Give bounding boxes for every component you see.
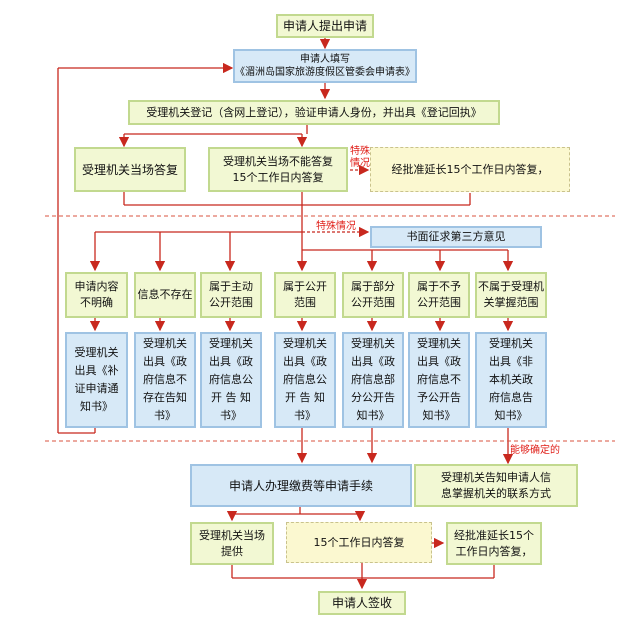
category-not-held: 不属于受理机 关掌握范围 xyxy=(475,272,547,318)
category-partial: 属于部分 公开范围 xyxy=(342,272,404,318)
can-determine-label: 能够确定的 xyxy=(510,445,560,456)
result-nonexistent: 受理机关 出具《政 府信息不 存在告知 书》 xyxy=(134,332,196,428)
result-not-held: 受理机关 出具《非 本机关政 府信息告 知书》 xyxy=(475,332,547,428)
category-nonexistent: 信息不存在 xyxy=(134,272,196,318)
sign-node: 申请人签收 xyxy=(318,591,406,615)
category-not-public: 属于不予 公开范围 xyxy=(408,272,470,318)
special-label-1: 特殊 情况 xyxy=(350,146,370,169)
category-unclear: 申请内容 不明确 xyxy=(65,272,128,318)
start-node: 申请人提出申请 xyxy=(276,14,374,38)
result-public: 受理机关 出具《政 府信息公 开 告 知 书》 xyxy=(274,332,336,428)
within-15-node: 15个工作日内答复 xyxy=(286,522,432,563)
inform-holder-node: 受理机关告知申请人信 息掌握机关的联系方式 xyxy=(414,464,578,507)
fees-node: 申请人办理缴费等申请手续 xyxy=(190,464,412,507)
fill-form-node: 申请人填写 《湄洲岛国家旅游度假区管委会申请表》 xyxy=(233,49,417,83)
extend-15b-node: 经批准延长15个 工作日内答复， xyxy=(446,522,542,565)
special-label-2: 特殊情况 xyxy=(316,221,356,232)
provide-now-node: 受理机关当场 提供 xyxy=(190,522,274,565)
third-party-node: 书面征求第三方意见 xyxy=(370,226,542,248)
reply-15-node: 受理机关当场不能答复 15个工作日内答复 xyxy=(208,147,348,192)
result-supplement: 受理机关 出具《补 证申请通 知书》 xyxy=(65,332,128,428)
result-partial: 受理机关 出具《政 府信息部 分公开告 知书》 xyxy=(342,332,404,428)
reply-now-node: 受理机关当场答复 xyxy=(74,147,186,192)
category-active-public: 属于主动 公开范围 xyxy=(200,272,262,318)
result-active-public: 受理机关 出具《政 府信息公 开 告 知 书》 xyxy=(200,332,262,428)
extend-15-node: 经批准延长15个工作日内答复， xyxy=(370,147,570,192)
result-not-public: 受理机关 出具《政 府信息不 予公开告 知书》 xyxy=(408,332,470,428)
category-public: 属于公开 范围 xyxy=(274,272,336,318)
register-node: 受理机关登记（含网上登记），验证申请人身份，并出具《登记回执》 xyxy=(128,100,500,125)
